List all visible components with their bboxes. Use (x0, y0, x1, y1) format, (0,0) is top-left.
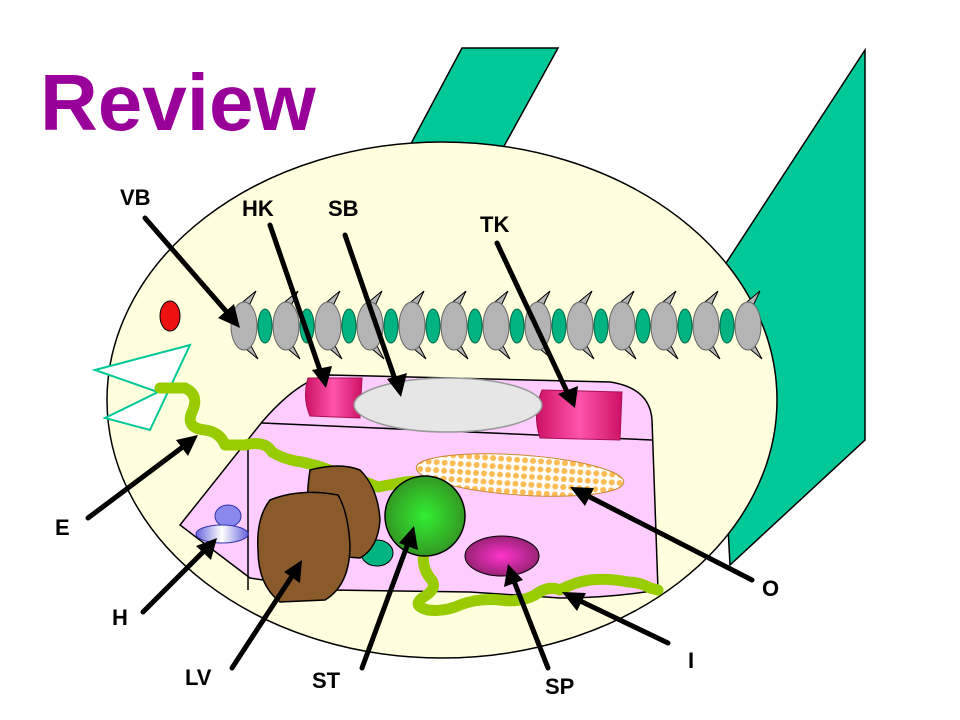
arrow-st (359, 535, 413, 671)
stomach (384, 475, 466, 557)
spleen (464, 535, 540, 577)
intervertebral-disc (257, 308, 273, 344)
arrow-vb-head (218, 304, 240, 328)
intervertebral-disc (383, 308, 399, 344)
arrow-o-head (570, 487, 594, 506)
intervertebral-disc (719, 308, 735, 344)
eye (159, 300, 181, 332)
trunk-kidney (536, 389, 623, 441)
label-st: ST (312, 668, 341, 693)
arrow-sp-head (504, 564, 523, 587)
ovary (415, 453, 625, 497)
label-sp: SP (545, 674, 574, 699)
arrow-hk-head (312, 366, 332, 388)
arrow-h (140, 544, 211, 615)
label-hk: HK (242, 196, 274, 221)
vertebra (230, 301, 258, 351)
arrow-lv (229, 567, 299, 671)
label-tk: TK (480, 212, 509, 237)
arrow-hk (267, 222, 325, 379)
vertebra (440, 301, 468, 351)
vertebra (692, 301, 720, 351)
intervertebral-disc (425, 308, 441, 344)
arrow-tk-head (558, 386, 578, 408)
label-e: E (55, 515, 70, 540)
label-lv: LV (185, 665, 212, 690)
heart-atrium (214, 504, 242, 528)
vertebra (650, 301, 678, 351)
vertebra (734, 301, 762, 351)
label-i: I (688, 648, 694, 673)
arrow-h-head (196, 538, 217, 560)
vertebra (398, 301, 426, 351)
head-kidney (304, 377, 363, 419)
arrow-i (571, 595, 671, 646)
liver-front-lobe (257, 491, 351, 603)
vertebra (314, 301, 342, 351)
arrow-sb (342, 232, 400, 388)
slide-title: Review (40, 58, 316, 147)
arrow-vb (142, 215, 235, 321)
arrow-lv-head (284, 560, 302, 583)
arrow-tk (494, 240, 572, 399)
intervertebral-disc (341, 308, 357, 344)
intervertebral-disc (509, 308, 525, 344)
pointer-arrows (85, 215, 755, 671)
intervertebral-disc (677, 308, 693, 344)
mouth-opening (91, 343, 192, 432)
arrow-sp (509, 573, 551, 671)
label-vb: VB (120, 185, 151, 210)
arrow-sb-head (387, 373, 407, 397)
vertebra (608, 301, 636, 351)
intervertebral-disc (593, 308, 609, 344)
arrow-e (85, 440, 191, 521)
heart-ventricle (195, 524, 249, 544)
intervertebral-disc (551, 308, 567, 344)
label-h: H (112, 605, 128, 630)
arrow-st-head (399, 526, 418, 550)
label-o: O (762, 576, 779, 601)
vertebra (272, 301, 300, 351)
label-sb: SB (328, 196, 359, 221)
arrow-i-head (562, 592, 586, 611)
arrow-o (579, 490, 755, 583)
vertebra (482, 301, 510, 351)
vertebra (566, 301, 594, 351)
intervertebral-disc (467, 308, 483, 344)
swim-bladder (353, 377, 543, 433)
intervertebral-disc (635, 308, 651, 344)
arrow-e-head (176, 435, 198, 456)
